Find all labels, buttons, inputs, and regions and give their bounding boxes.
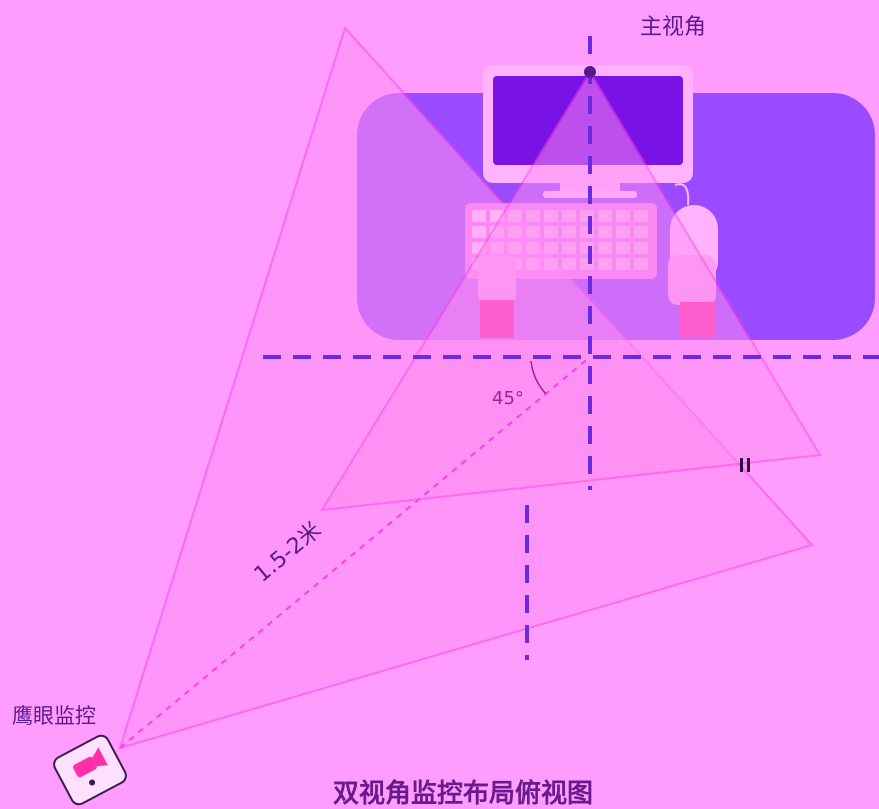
camera-icon-lens	[92, 747, 108, 767]
main-camera-dot	[584, 66, 596, 78]
camera-icon-lens-housing	[73, 756, 97, 778]
angle-label: 45°	[492, 388, 524, 409]
angle-arc	[530, 360, 547, 395]
camera-icon	[53, 734, 127, 806]
footer-title: 双视角监控布局俯视图	[333, 778, 593, 809]
main-view-label: 主视角	[640, 15, 706, 40]
keyboard-key	[472, 210, 486, 222]
fragment-mark-b	[747, 458, 750, 472]
fragment-mark-a	[740, 458, 743, 472]
eagle-eye-label: 鹰眼监控	[12, 704, 96, 728]
camera-icon-dot	[89, 779, 96, 786]
keyboard-key	[472, 226, 486, 238]
mouse-cable	[674, 183, 690, 206]
camera-sight-line	[119, 356, 591, 749]
main-view-cone	[320, 70, 822, 512]
